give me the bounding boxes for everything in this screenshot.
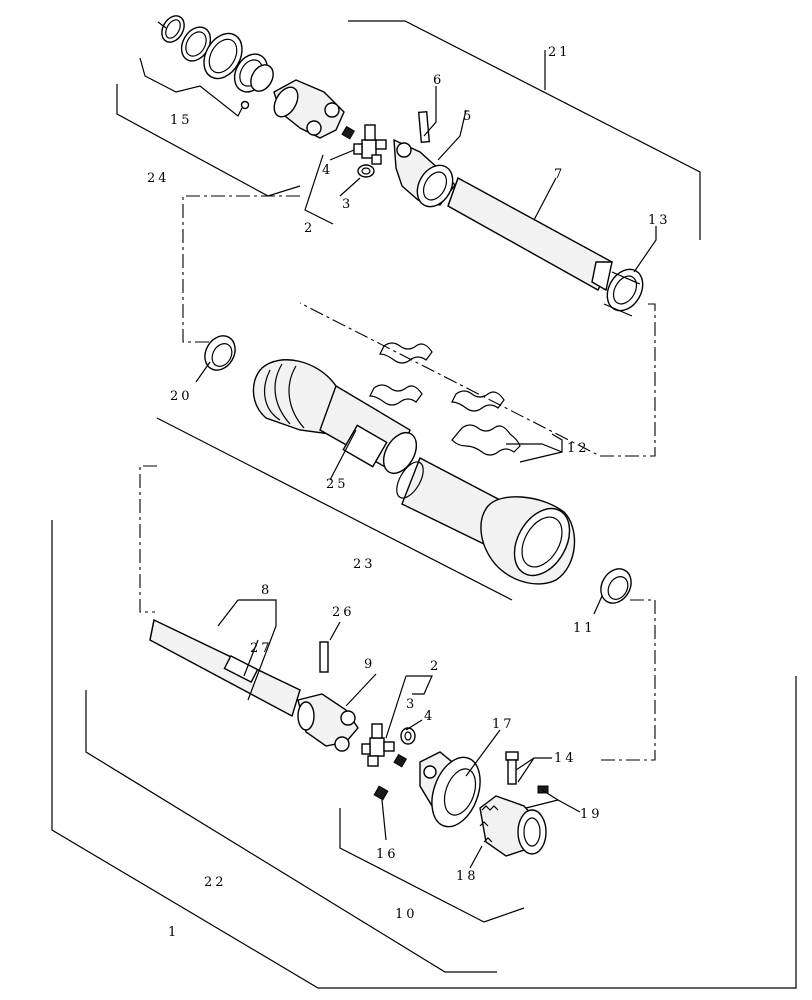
splined-hub-part-18 — [479, 795, 547, 857]
callout-17: 17 — [492, 717, 515, 732]
callout-20: 20 — [170, 389, 193, 404]
inner-profile-tube-part-7 — [447, 176, 613, 292]
safety-chain-part-12b — [451, 424, 521, 456]
outer-yoke-part-24 — [273, 79, 345, 139]
callout-22: 22 — [204, 875, 227, 890]
callout-3-upper: 3 — [342, 197, 353, 212]
safety-chain-upper-left — [379, 342, 433, 364]
bolt-part-14 — [505, 751, 519, 785]
assembly-line-lower — [139, 465, 656, 761]
callout-26: 26 — [332, 605, 355, 620]
group-bracket-22 — [85, 690, 497, 973]
callout-1: 1 — [168, 925, 179, 940]
washer-part-3-upper — [357, 164, 375, 178]
group-bracket-10 — [339, 808, 525, 923]
callout-14: 14 — [554, 751, 577, 766]
group-bracket-24 — [116, 84, 301, 197]
cross-journal-part-2-upper — [353, 124, 387, 165]
callout-4-upper: 4 — [322, 163, 333, 178]
group-bracket-21 — [348, 20, 701, 240]
callout-15: 15 — [170, 113, 193, 128]
roll-pin-part-6 — [417, 110, 431, 144]
grease-nipple-part-16 — [373, 785, 389, 801]
inner-yoke-part-5 — [393, 138, 456, 208]
assembly-line-upper — [182, 195, 656, 457]
roll-pin-part-26 — [319, 641, 329, 673]
circlip-part-15a — [161, 15, 185, 43]
callout-5: 5 — [463, 109, 474, 124]
group-bracket-1 — [51, 520, 797, 989]
callout-7: 7 — [554, 167, 565, 182]
callout-21: 21 — [548, 45, 571, 60]
grease-nipple-part-4-lower — [393, 753, 408, 768]
callout-19: 19 — [580, 807, 603, 822]
callout-23: 23 — [353, 557, 376, 572]
guard-tube-part-23 — [396, 457, 576, 585]
clutch-flange-part-17 — [419, 751, 481, 828]
outer-profile-tube-part-8 — [149, 618, 301, 718]
yoke-part-9 — [297, 693, 359, 752]
callout-25: 25 — [326, 477, 349, 492]
callout-6: 6 — [433, 73, 444, 88]
callouts: 21 6 15 5 4 24 7 3 13 2 20 12 25 23 8 26… — [147, 45, 671, 940]
grease-nipple-part-4-upper — [341, 125, 356, 140]
callout-24: 24 — [147, 171, 170, 186]
callout-16: 16 — [376, 847, 399, 862]
key-part-19 — [537, 785, 549, 794]
callout-2-upper: 2 — [304, 221, 315, 236]
group-bracket-23 — [156, 417, 513, 601]
safety-chain-part-12a — [451, 390, 505, 412]
grease-ball — [240, 100, 250, 110]
bearing-collar-15d — [233, 53, 274, 93]
callout-8: 8 — [261, 583, 272, 598]
callout-3-lower: 3 — [406, 697, 417, 712]
callout-9: 9 — [364, 657, 375, 672]
guard-collar-part-11 — [600, 568, 632, 604]
callout-18: 18 — [456, 869, 479, 884]
cross-journal-part-2-lower — [361, 723, 395, 767]
guard-collar-part-20 — [204, 335, 236, 371]
leader-lines — [139, 21, 657, 869]
callout-2-lower: 2 — [430, 659, 441, 674]
callout-4-lower: 4 — [424, 709, 435, 724]
callout-27: 27 — [250, 641, 273, 656]
washer-part-3-lower — [400, 727, 416, 745]
guard-cone-part-25 — [252, 359, 418, 474]
thrust-ring-15c — [203, 32, 243, 80]
callout-13: 13 — [648, 213, 671, 228]
callout-11: 11 — [573, 621, 596, 636]
bearing-ring-part-13 — [603, 268, 644, 317]
safety-chain-middle-left — [369, 384, 423, 406]
callout-10: 10 — [395, 907, 418, 922]
callout-12: 12 — [567, 441, 590, 456]
